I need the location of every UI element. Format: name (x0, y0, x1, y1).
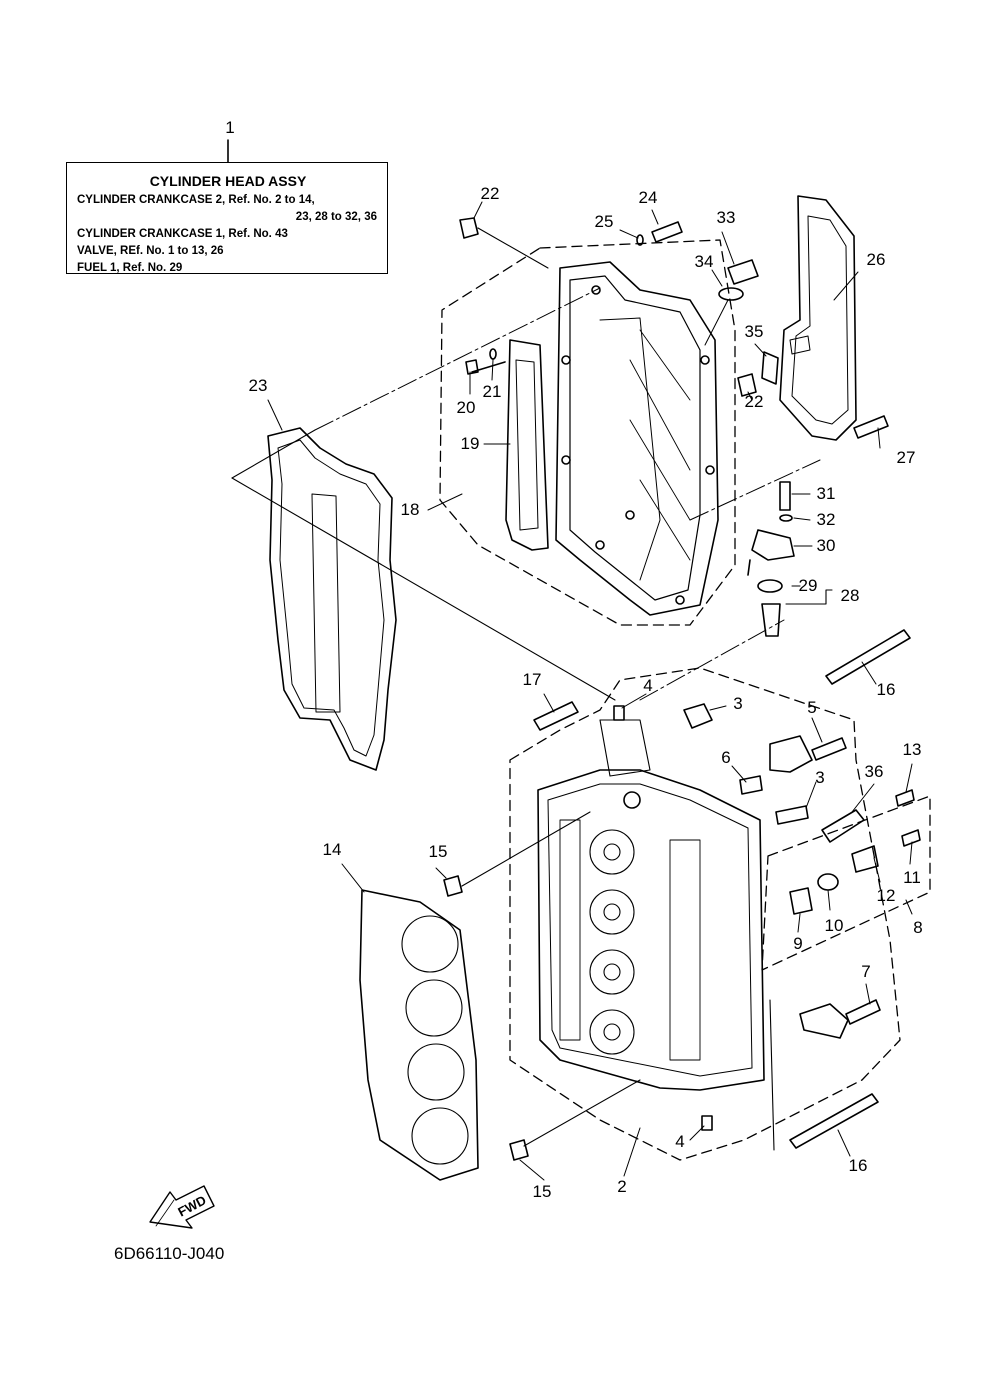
legend-line: FUEL 1, Ref. No. 29 (77, 262, 183, 274)
plate-35 (761, 351, 779, 385)
callout-3: 3 (733, 694, 743, 713)
bolt-7 (845, 999, 881, 1025)
callout-18: 18 (400, 500, 420, 519)
callout-19: 19 (460, 434, 480, 453)
callout-16: 16 (876, 680, 896, 699)
callout-29: 29 (798, 576, 818, 595)
head-gasket-14 (359, 889, 479, 1181)
callout-14: 14 (322, 840, 342, 859)
bolt-5 (811, 737, 847, 761)
callout-20: 20 (456, 398, 476, 417)
sleeve-15-bottom (509, 1139, 529, 1161)
callout-28: 28 (840, 586, 860, 605)
bolt-31 (779, 481, 791, 511)
callout-8: 8 (913, 918, 923, 937)
callout-5: 5 (807, 698, 817, 717)
callout-12: 12 (876, 886, 896, 905)
washer-25 (636, 234, 644, 246)
stud-16-bottom (789, 1093, 879, 1149)
callout-35: 35 (744, 322, 764, 341)
callout-13: 13 (902, 740, 922, 759)
plug-4-bottom (701, 1115, 713, 1131)
callout-4: 4 (675, 1132, 685, 1151)
callout-10: 10 (824, 916, 844, 935)
washer-29 (757, 579, 783, 593)
diagram-code: 6D66110-J040 (114, 1244, 225, 1263)
legend-line: VALVE, REf. No. 1 to 13, 26 (77, 245, 224, 257)
callout-32: 32 (816, 510, 836, 529)
legend-line: CYLINDER CRANKCASE 1, Ref. No. 43 (77, 228, 288, 240)
callout-15: 15 (428, 842, 448, 861)
plug-9 (789, 887, 813, 915)
bolt-20 (465, 359, 506, 375)
dowel-3a (683, 703, 713, 729)
callout-7: 7 (861, 962, 871, 981)
bolt-27 (853, 415, 889, 439)
callout-6: 6 (721, 748, 731, 767)
plug-22-right (737, 373, 757, 397)
callout-3: 3 (815, 768, 825, 787)
callout-9: 9 (793, 934, 803, 953)
o-ring-34 (718, 287, 744, 301)
callout-22: 22 (480, 184, 500, 203)
fitting-12 (851, 845, 879, 873)
callout-34: 34 (694, 252, 714, 271)
cap-33 (727, 259, 759, 285)
callout-30: 30 (816, 536, 836, 555)
callout-25: 25 (594, 212, 614, 231)
callout-15: 15 (532, 1182, 552, 1201)
forward-arrow-icon (149, 1185, 215, 1229)
washer-32 (779, 514, 793, 522)
cylinder-head-2 (537, 769, 765, 1091)
ring-10 (817, 873, 839, 891)
sensor-30 (747, 529, 795, 576)
callout-23: 23 (248, 376, 268, 395)
gasket-23 (267, 427, 397, 771)
legend-title: CYLINDER HEAD ASSY (149, 173, 307, 189)
callout-1: 1 (225, 118, 235, 137)
head-cover-18 (555, 261, 719, 616)
legend-box: CYLINDER HEAD ASSY CYLINDER CRANKCASE 2,… (66, 162, 388, 274)
callout-16: 16 (848, 1156, 868, 1175)
callout-22: 22 (744, 392, 764, 411)
pin-6 (739, 775, 763, 795)
group-outline-18 (439, 239, 736, 626)
group-outline-2 (509, 667, 901, 1161)
callout-21: 21 (482, 382, 502, 401)
group-outline-8 (761, 795, 931, 971)
legend-line: CYLINDER CRANKCASE 2, Ref. No. 2 to 14, (77, 194, 315, 206)
cover-26 (779, 195, 857, 441)
legend-line: 23, 28 to 32, 36 (295, 211, 377, 223)
callout-17: 17 (522, 670, 542, 689)
gasket-19 (505, 339, 549, 551)
callout-36: 36 (864, 762, 884, 781)
dowel-3b (775, 805, 809, 825)
bolt-11 (901, 829, 921, 847)
callout-26: 26 (866, 250, 886, 269)
washer-21 (489, 348, 497, 360)
bolt-13 (895, 789, 915, 807)
housing-5 (769, 735, 813, 773)
fitting-28 (761, 603, 781, 637)
plug-22-top (459, 217, 479, 239)
callout-27: 27 (896, 448, 916, 467)
stud-16-top (825, 629, 911, 685)
bolt-24 (651, 221, 683, 243)
callout-33: 33 (716, 208, 736, 227)
callout-11: 11 (903, 868, 921, 887)
callout-24: 24 (638, 188, 658, 207)
sleeve-15-top (443, 875, 463, 897)
bracket-7 (799, 1003, 849, 1039)
callout-4: 4 (643, 676, 653, 695)
bolt-17 (533, 701, 579, 731)
callout-31: 31 (816, 484, 836, 503)
spark-plug-36 (821, 809, 865, 843)
callout-2: 2 (617, 1177, 627, 1196)
plug-4-top (613, 705, 625, 721)
